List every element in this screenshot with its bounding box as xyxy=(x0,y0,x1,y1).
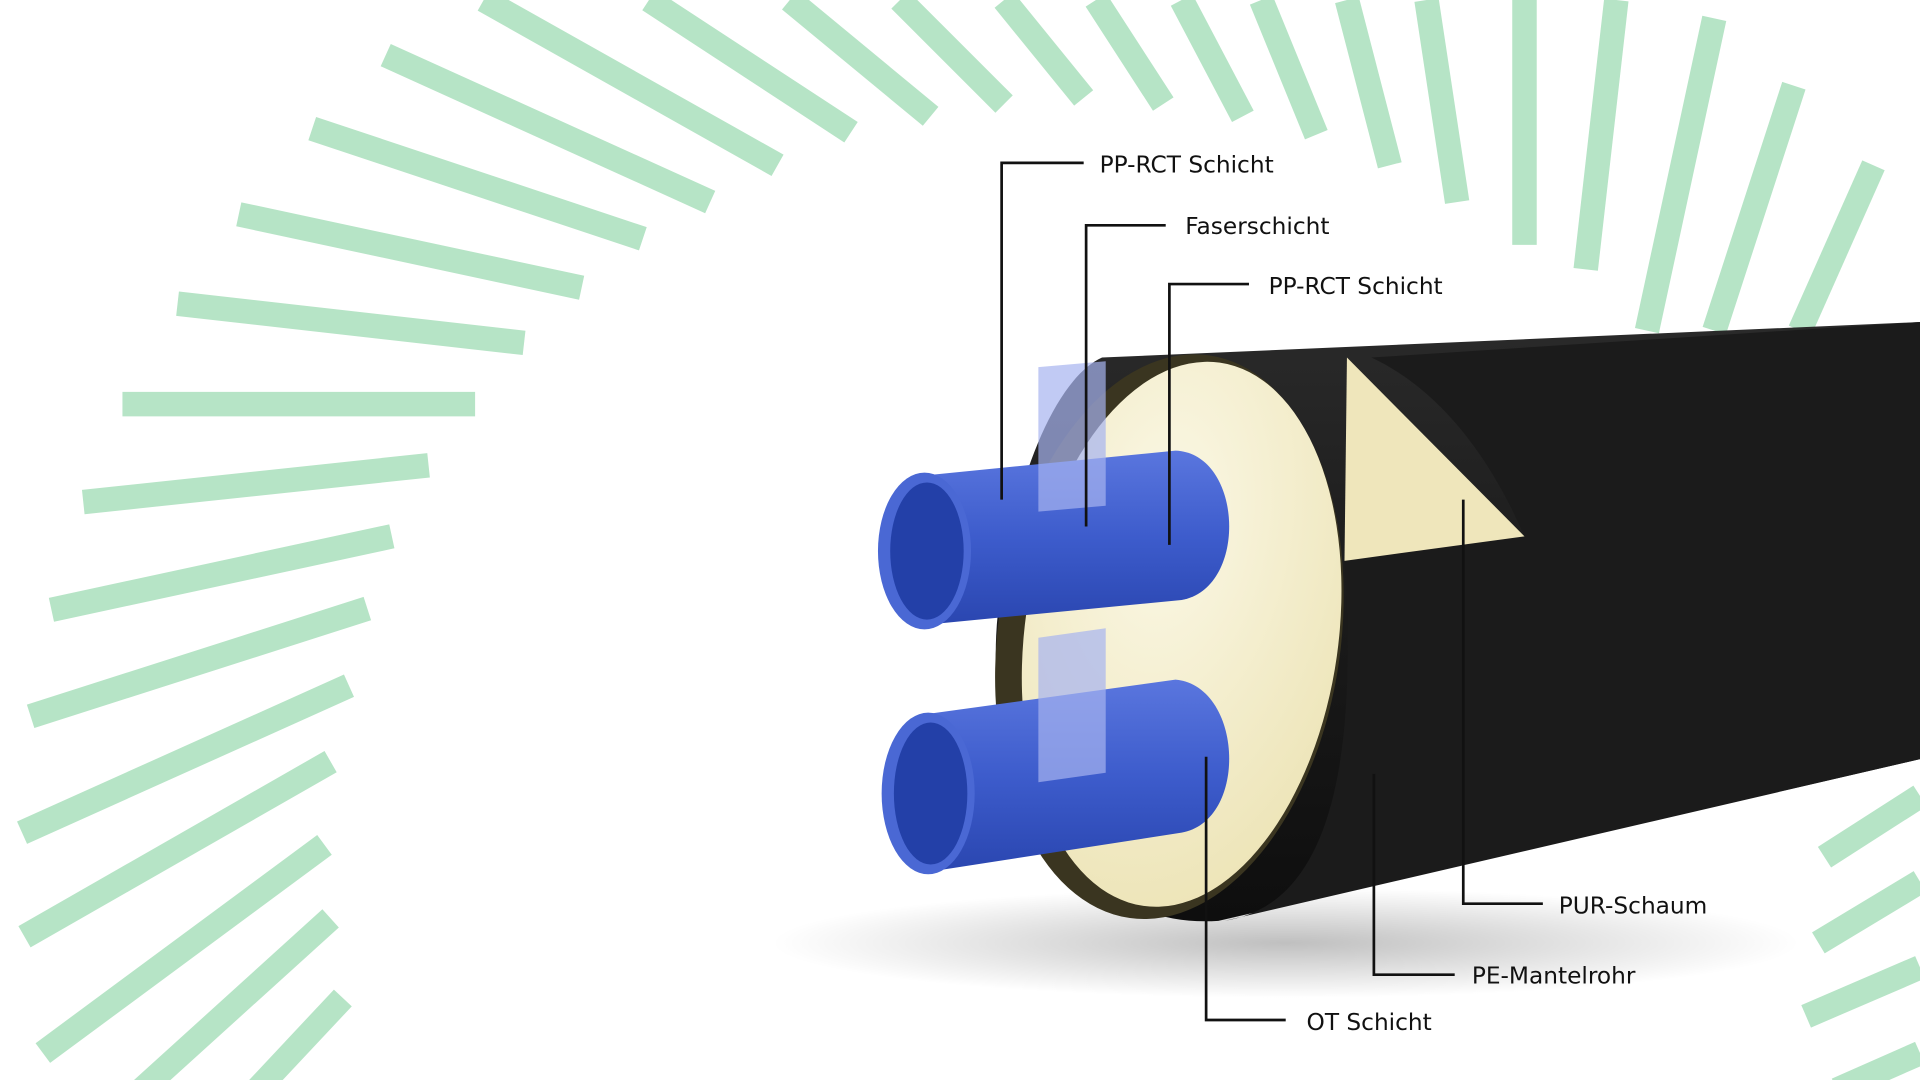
ray-stripe xyxy=(781,0,939,126)
label-pe-mantelrohr: PE-Mantelrohr xyxy=(1472,962,1636,989)
ray-stripe xyxy=(1249,0,1328,140)
label-pp-rct-inner: PP-RCT Schicht xyxy=(1269,273,1443,300)
ray-stripe xyxy=(81,453,430,515)
ray-stripe xyxy=(994,0,1094,106)
ray-stripe xyxy=(236,202,585,300)
ray-stripe xyxy=(642,0,858,143)
ray-stripe xyxy=(1573,0,1629,271)
ray-stripe xyxy=(1085,0,1174,111)
ray-stripe xyxy=(1831,1041,1920,1080)
label-pp-rct-outer: PP-RCT Schicht xyxy=(1100,152,1274,179)
label-pur-schaum: PUR-Schaum xyxy=(1559,892,1708,919)
label-faserschicht: Faserschicht xyxy=(1185,213,1329,240)
ray-stripe xyxy=(249,989,352,1080)
callout-pp-rct-outer: PP-RCT Schicht xyxy=(1000,152,1274,500)
ray-stripe xyxy=(18,751,337,948)
ray-stripe xyxy=(1817,785,1920,868)
carrier-pipe-top xyxy=(877,361,1230,630)
callout-pe-mantelrohr: PE-Mantelrohr xyxy=(1372,773,1636,989)
ray-stripe xyxy=(26,596,372,728)
ray-stripe xyxy=(308,116,647,251)
ray-stripe xyxy=(1634,15,1727,334)
ray-stripe xyxy=(1414,0,1470,204)
ray-stripe xyxy=(48,524,395,622)
ray-stripe xyxy=(134,909,339,1080)
callout-pp-rct-inner: PP-RCT Schicht xyxy=(1168,273,1443,545)
ray-stripe xyxy=(1702,81,1806,335)
callout-ot-schicht: OT Schicht xyxy=(1204,756,1432,1036)
ray-stripe xyxy=(477,0,784,176)
label-ot-schicht: OT Schicht xyxy=(1307,1009,1432,1036)
ray-stripe xyxy=(35,835,332,1063)
carrier-pipe-bottom xyxy=(881,628,1230,875)
ray-stripe xyxy=(1801,956,1920,1028)
ray-stripe xyxy=(891,0,1013,113)
callout-faserschicht: Faserschicht xyxy=(1084,213,1330,527)
ray-stripe xyxy=(1812,871,1920,954)
ray-stripe xyxy=(1170,0,1254,123)
ray-stripe xyxy=(176,291,526,356)
decorative-rays xyxy=(17,0,1920,1080)
ray-stripe xyxy=(1335,0,1402,169)
ray-stripe xyxy=(380,43,716,214)
pipe-shadow xyxy=(771,887,1800,998)
ray-stripe xyxy=(17,674,354,844)
ray-stripe xyxy=(1788,160,1885,336)
callout-pur-schaum: PUR-Schaum xyxy=(1461,499,1708,919)
jacket-cutout xyxy=(1224,322,1920,921)
